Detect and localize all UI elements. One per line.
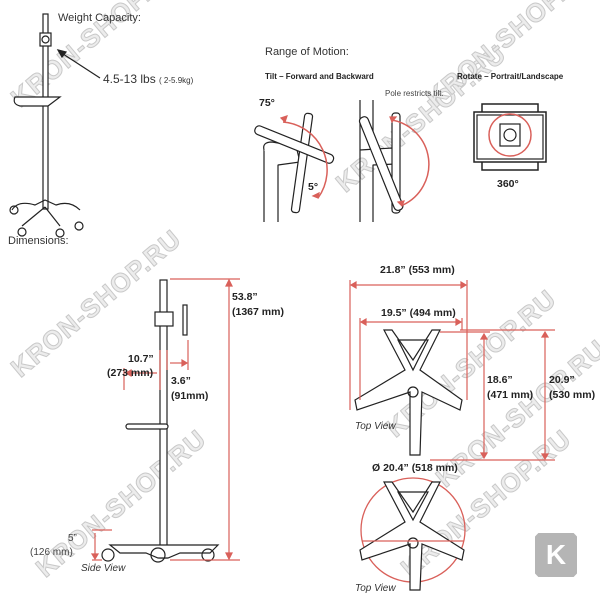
inner-depth-in: 18.6” <box>487 374 513 386</box>
reach-in: 10.7” <box>128 353 154 365</box>
pole-note: Pole restricts tilt. <box>385 89 444 98</box>
tilt-heading: Tilt – Forward and Backward <box>265 72 374 81</box>
dimensions-title: Dimensions: <box>8 235 69 247</box>
height-mm: (1367 mm) <box>232 306 284 318</box>
side-view-dimensions <box>90 278 240 561</box>
inner-width: 19.5” (494 mm) <box>381 307 456 319</box>
tilt-forward-diagram <box>254 112 335 222</box>
rotate-heading: Rotate – Portrait/Landscape <box>457 72 564 81</box>
outer-depth-mm: (530 mm) <box>549 389 596 401</box>
weight-arrow <box>56 49 101 79</box>
side-view-label: Side View <box>81 563 126 574</box>
offset-in: 3.6” <box>171 375 191 387</box>
side-view-drawing <box>101 279 220 563</box>
rotate-angle: 360° <box>497 178 519 190</box>
weight-capacity-value: 4.5-13 lbs ( 2-5.9kg) <box>103 72 193 86</box>
base-height-in: 5” <box>68 533 77 544</box>
top-view-dimensions <box>349 280 555 461</box>
top-view-base-drawing <box>354 329 463 456</box>
reach-mm: (273 mm) <box>107 367 154 379</box>
rotate-diagram <box>473 103 547 171</box>
tilt-backward-diagram <box>358 100 430 222</box>
offset-mm: (91mm) <box>171 390 209 402</box>
range-of-motion-title: Range of Motion: <box>265 46 349 58</box>
weight-capacity-title: Weight Capacity: <box>58 12 141 24</box>
stand-thumbnail <box>9 13 84 238</box>
top-view-label-1: Top View <box>355 421 396 432</box>
outer-width: 21.8” (553 mm) <box>380 264 455 276</box>
base-height-mm: (126 mm) <box>30 547 73 558</box>
weight-kg: ( 2-5.9kg) <box>159 76 194 85</box>
tilt-down-angle: 5° <box>308 181 319 193</box>
brand-logo: K <box>535 533 577 577</box>
weight-lbs: 4.5-13 lbs <box>103 72 156 86</box>
top-view-label-2: Top View <box>355 583 396 594</box>
footprint-drawing <box>359 477 466 591</box>
height-in: 53.8” <box>232 291 258 303</box>
footprint-diameter: Ø 20.4” (518 mm) <box>372 462 458 474</box>
outer-depth-in: 20.9” <box>549 374 575 386</box>
tilt-up-angle: 75° <box>259 97 275 109</box>
inner-depth-mm: (471 mm) <box>487 389 534 401</box>
